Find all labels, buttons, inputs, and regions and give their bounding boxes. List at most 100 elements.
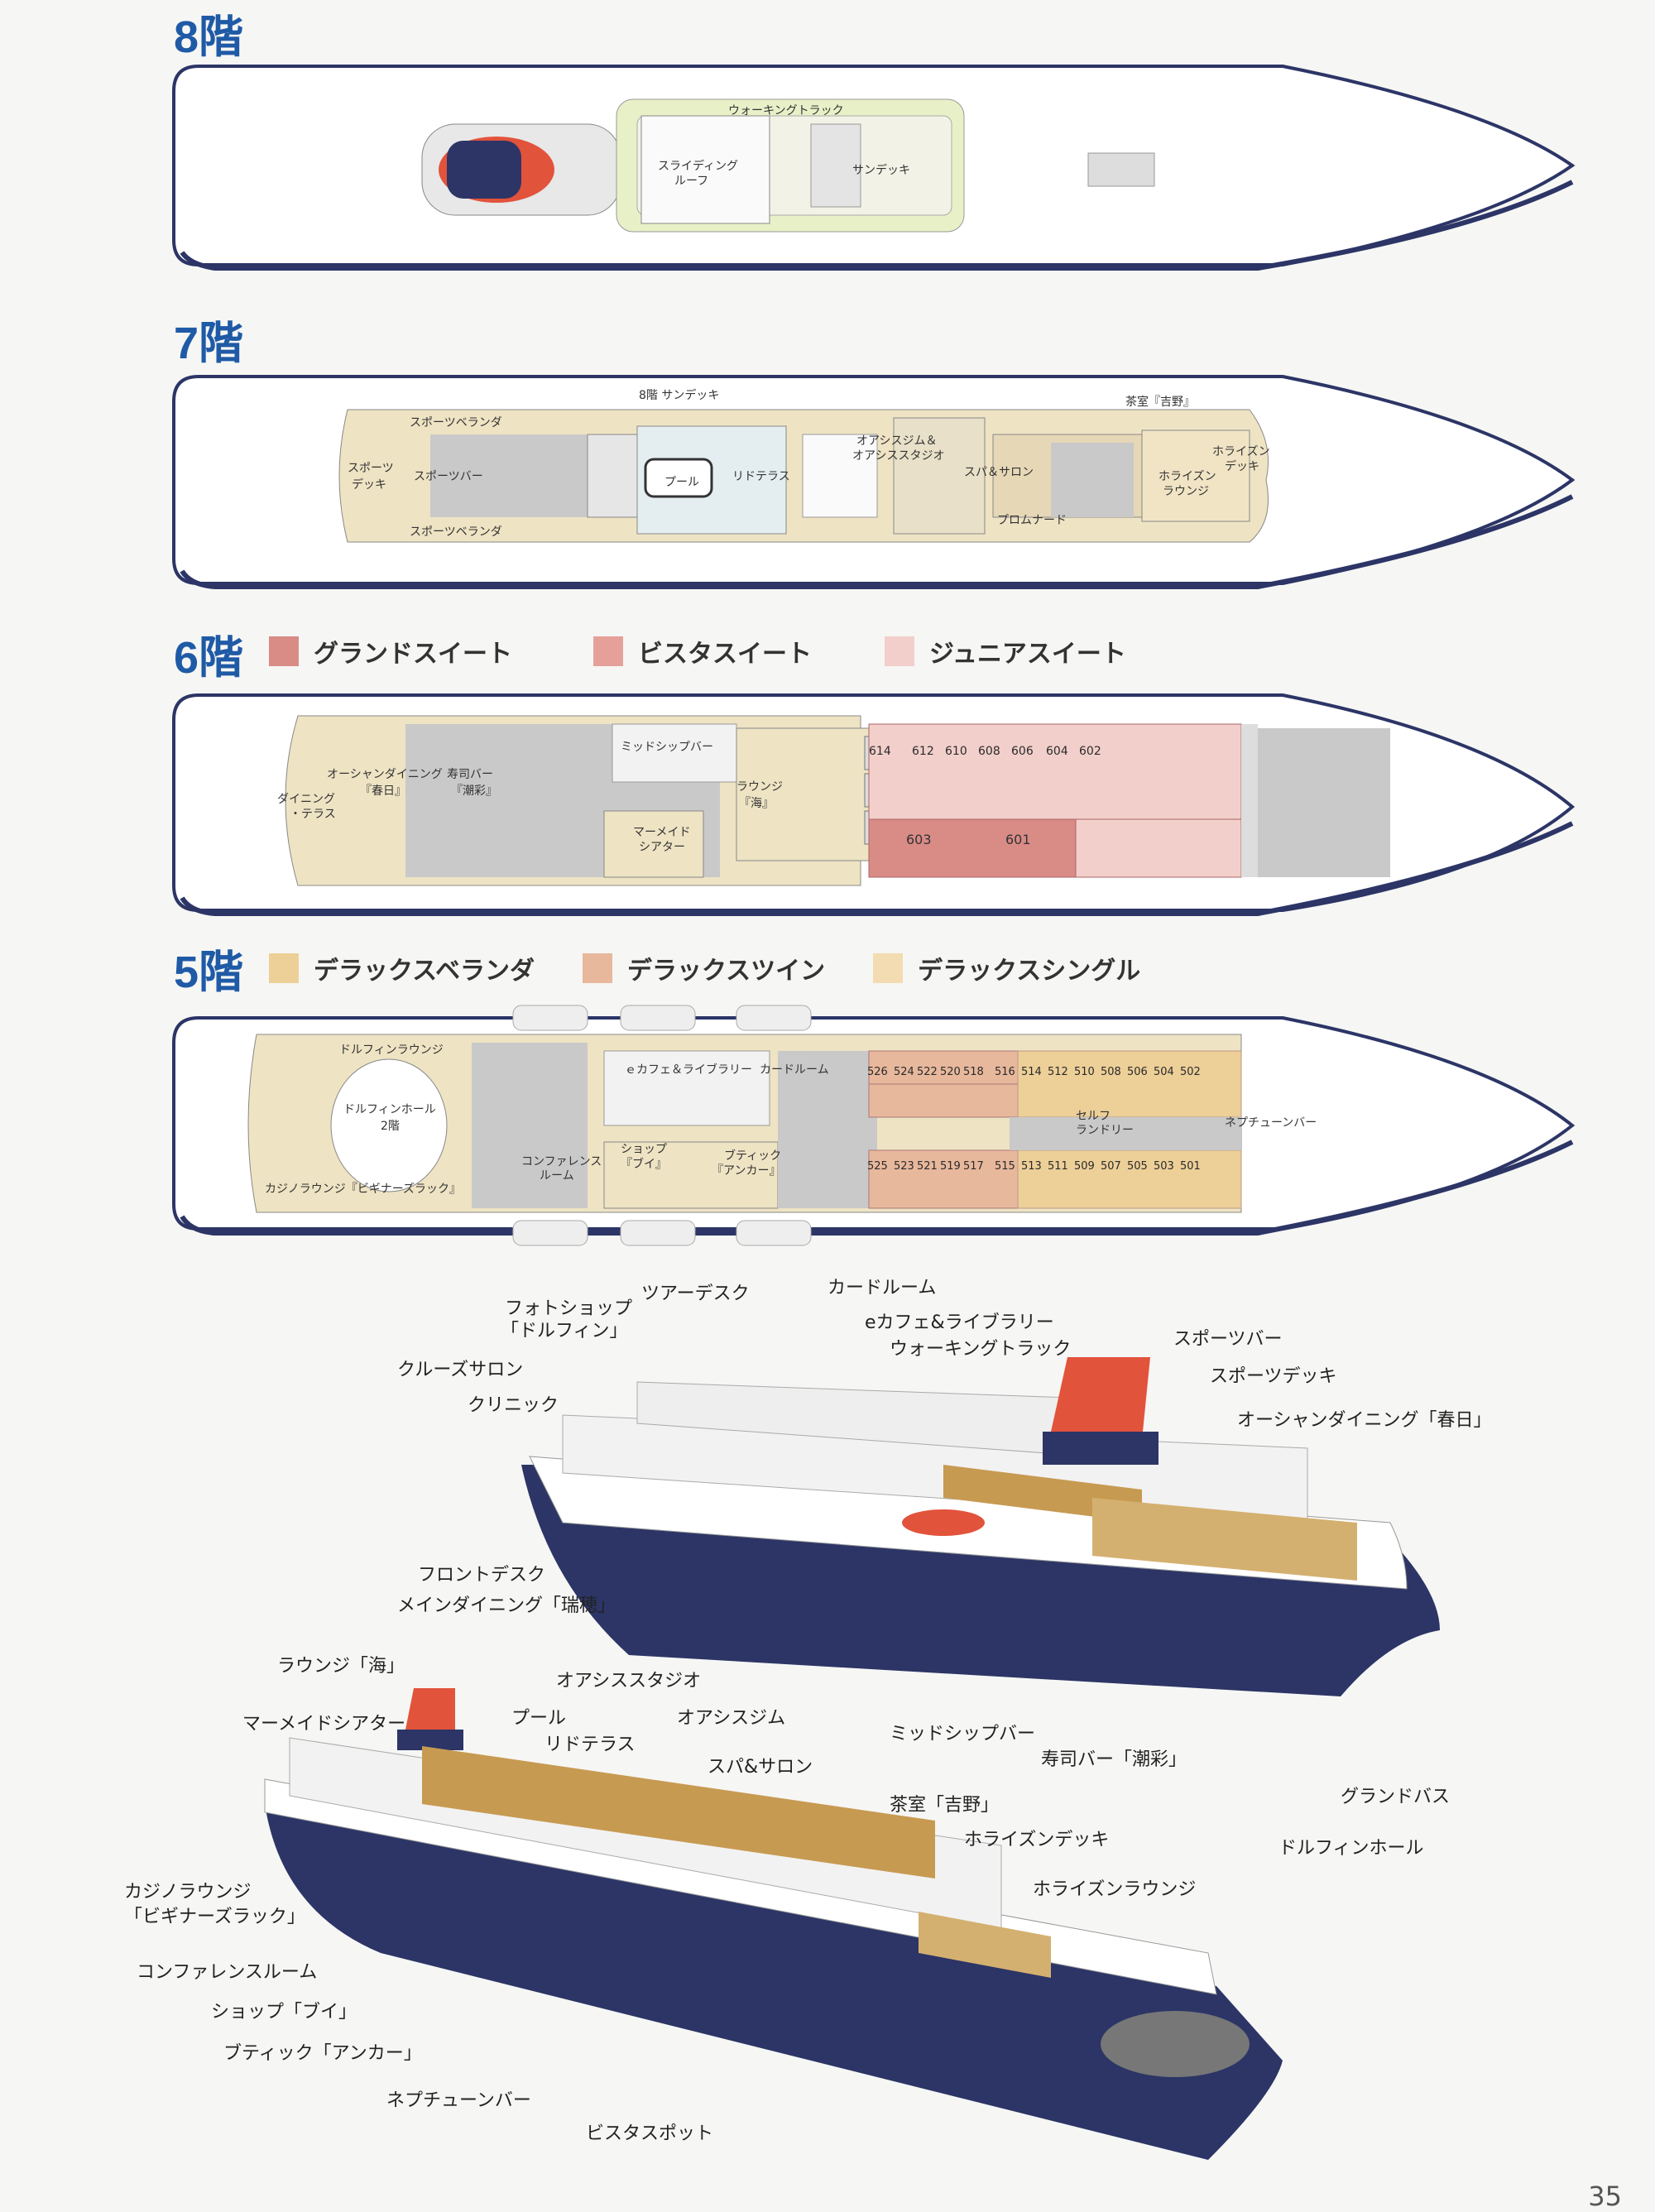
boutique-anchor-label: ブティック <box>724 1149 782 1163</box>
cabin-520: 520 <box>940 1066 961 1078</box>
cabin-610: 610 <box>945 745 967 758</box>
sports-veranda-label-2: スポーツベランダ <box>410 525 502 539</box>
deck-7-plan <box>172 375 1576 589</box>
cabin-521: 521 <box>917 1160 938 1173</box>
ship-cutaway-2 <box>264 1688 1283 2160</box>
to-8f-sundeck-label: 8階 サンデッキ <box>639 389 720 402</box>
callout-horizon-lounge: ホライズンラウンジ <box>1033 1879 1197 1900</box>
deck-5-cabins-top: 526 524 522 520 518 516 514 512 510 508 … <box>867 1066 1205 1078</box>
mermaid-theater-label-2: シアター <box>639 841 685 854</box>
sports-bar-label: スポーツバー <box>414 470 483 483</box>
conference-room-label: コンファレンス <box>521 1155 602 1168</box>
cabin-509: 509 <box>1074 1160 1095 1173</box>
legend-swatch-vista-suite <box>593 636 623 666</box>
cabin-523: 523 <box>894 1160 914 1173</box>
callout-horizon-deck: ホライズンデッキ <box>964 1830 1110 1850</box>
dolphin-lounge-label: ドルフィンラウンジ <box>339 1044 444 1057</box>
deck-8-plan <box>172 65 1576 271</box>
callout-main-dining: メインダイニング「瑞穂」 <box>397 1595 616 1616</box>
oasis-gym-label: オアシスジム＆ <box>856 434 938 448</box>
deck-6-title: 6階 <box>174 633 244 683</box>
cabin-525: 525 <box>867 1160 888 1173</box>
cabin-517: 517 <box>963 1160 984 1173</box>
tea-room-label: 茶室『吉野』 <box>1125 396 1195 409</box>
callout-cruise-salon: クルーズサロン <box>397 1360 524 1380</box>
deck-8-title: 8階 <box>174 12 244 62</box>
callout-lounge-umi: ラウンジ「海」 <box>277 1656 405 1677</box>
pool-label: プール <box>664 476 699 489</box>
walking-track-label: ウォーキングトラック <box>728 104 844 118</box>
cabin-510: 510 <box>1074 1066 1095 1078</box>
callout-photo-shop-2: 「ドルフィン」 <box>501 1321 628 1341</box>
casino-lounge-label: カジノラウンジ『ビギナーズラック』 <box>265 1183 462 1196</box>
callout-mermaid-theater: マーメイドシアター <box>242 1714 406 1735</box>
callout-photo-shop: フォトショップ <box>505 1298 633 1319</box>
legend-deluxe-twin: デラックスツイン <box>627 957 826 986</box>
page-number: 35 <box>1588 2181 1622 2212</box>
deck-6-plan <box>172 693 1576 916</box>
cabin-502: 502 <box>1180 1066 1201 1078</box>
midship-bar-label: ミッドシップバー <box>621 741 713 754</box>
sliding-roof-label-2: ルーフ <box>674 175 709 188</box>
sliding-roof-label: スライディング <box>658 160 739 173</box>
self-laundry-label: セルフ <box>1076 1110 1111 1123</box>
callout-casino-lounge-2: 「ビギナーズラック」 <box>124 1907 305 1927</box>
legend-deluxe-veranda: デラックスベランダ <box>314 957 535 986</box>
cabin-524: 524 <box>894 1066 914 1078</box>
cabin-602: 602 <box>1079 745 1101 758</box>
callout-tour-desk: ツアーデスク <box>641 1284 750 1304</box>
cabin-507: 507 <box>1101 1160 1121 1173</box>
legend-swatch-grand-suite <box>269 636 299 666</box>
callout-e-cafe: eカフェ&ライブラリー <box>865 1312 1054 1333</box>
cabin-511: 511 <box>1048 1160 1068 1173</box>
cabin-504: 504 <box>1154 1066 1174 1078</box>
sundeck-label: サンデッキ <box>852 164 910 177</box>
lido-terrace-label: リドテラス <box>732 470 790 483</box>
sushi-bar-label: 寿司バー <box>447 768 493 781</box>
sushi-bar-label-2: 『潮彩』 <box>451 785 497 798</box>
lounge-umi-label: ラウンジ <box>736 780 783 794</box>
legend-swatch-deluxe-single <box>873 953 904 983</box>
cabin-522: 522 <box>917 1066 938 1078</box>
mermaid-theater-label: マーメイド <box>633 826 691 839</box>
ship-cutaway-1 <box>521 1357 1440 1696</box>
cabin-614: 614 <box>869 745 891 758</box>
cabin-608: 608 <box>978 745 1000 758</box>
callout-sushi-bar: 寿司バー「潮彩」 <box>1041 1749 1187 1770</box>
dolphin-hall-2f-label: 2階 <box>381 1120 400 1133</box>
callout-oasis-studio: オアシススタジオ <box>556 1671 702 1691</box>
neptune-bar-label: ネプチューンバー <box>1225 1116 1317 1130</box>
callout-card-room: カードルーム <box>828 1278 937 1298</box>
cabin-508: 508 <box>1101 1066 1121 1078</box>
legend-junior-suite: ジュニアスイート <box>929 640 1126 669</box>
boutique-anchor-label-2: 『アンカー』 <box>712 1164 781 1178</box>
callout-boutique-anchor: ブティック「アンカー」 <box>223 2043 422 2064</box>
shop-buoy-label-2: 『ブイ』 <box>621 1158 667 1171</box>
dolphin-hall-label: ドルフィンホール <box>343 1103 436 1116</box>
card-room-label: カードルーム <box>760 1063 829 1077</box>
callout-conference-room: コンファレンスルーム <box>137 1962 318 1983</box>
cabin-518: 518 <box>963 1066 984 1078</box>
cabin-503: 503 <box>1154 1160 1174 1173</box>
callout-walking-track: ウォーキングトラック <box>890 1339 1072 1360</box>
promenade-label: プロムナード <box>997 514 1067 527</box>
cabin-612: 612 <box>912 745 934 758</box>
callout-ocean-dining: オーシャンダイニング「春日」 <box>1237 1410 1492 1431</box>
ocean-dining-label-2: 『春日』 <box>360 785 406 798</box>
callout-dolphin-hall: ドルフィンホール <box>1278 1838 1424 1859</box>
cabin-519: 519 <box>940 1160 961 1173</box>
callout-vista-spot: ビスタスポット <box>586 2123 714 2144</box>
cabin-505: 505 <box>1127 1160 1148 1173</box>
deck-5-title: 5階 <box>174 948 244 997</box>
horizon-deck-label-2: デッキ <box>1225 460 1259 473</box>
legend-swatch-deluxe-twin <box>583 953 612 983</box>
callout-spa-salon: スパ&サロン <box>708 1757 813 1778</box>
deck-7-title: 7階 <box>174 319 244 368</box>
deck-6-legend: グランドスイート ビスタスイート ジュニアスイート <box>269 633 1126 669</box>
sports-deck-label-2: デッキ <box>352 478 386 492</box>
callout-sports-bar: スポーツバー <box>1173 1329 1283 1350</box>
cabin-501: 501 <box>1180 1160 1201 1173</box>
e-cafe-library-label: ｅカフェ＆ライブラリー <box>625 1063 752 1077</box>
dining-terrace-label-2: ・テラス <box>290 808 336 821</box>
cabin-506: 506 <box>1127 1066 1148 1078</box>
